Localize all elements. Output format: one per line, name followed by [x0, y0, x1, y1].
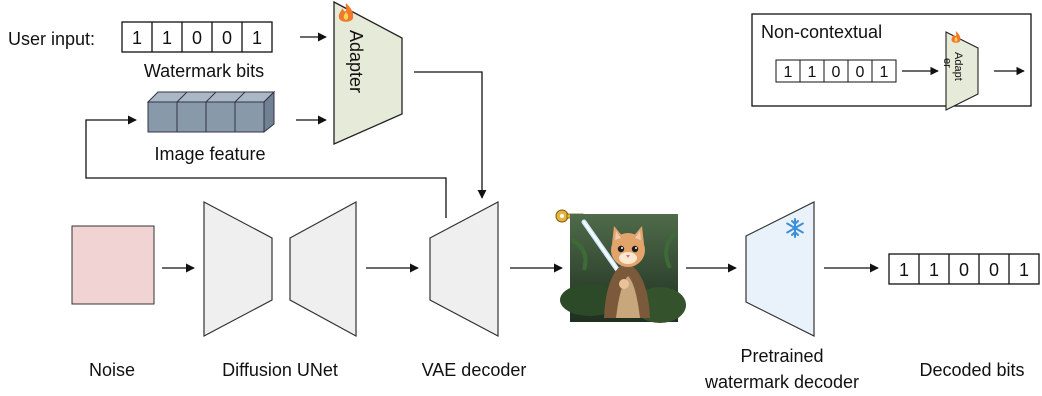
watermark-bit: 0: [192, 28, 202, 48]
decoded-bit: 1: [1019, 260, 1029, 280]
feedback-line: [85, 119, 447, 218]
watermark-decoder-shape: [745, 201, 815, 337]
image-feature-label: Image feature: [154, 144, 265, 164]
watermark-bits-label: Watermark bits: [144, 61, 264, 81]
flame-icon: [338, 3, 354, 22]
diffusion-unet-label: Diffusion UNet: [222, 360, 338, 380]
watermark-bit: 1: [132, 28, 142, 48]
non-contextual-bit: 1: [880, 64, 889, 81]
unet-decoder-shape: [289, 200, 357, 338]
non-contextual-adapter-label: er: [941, 58, 953, 68]
decoded-bit: 1: [899, 260, 909, 280]
image-feature-blocks: [146, 90, 276, 134]
watermark-bits-row: 1 1 0 0 1: [121, 21, 273, 53]
noise-label: Noise: [89, 360, 135, 380]
snowflake-icon: [786, 218, 804, 238]
decoded-bits-label: Decoded bits: [919, 360, 1024, 380]
non-contextual-bit: 0: [856, 64, 865, 81]
watermark-bit: 0: [222, 28, 232, 48]
non-contextual-bit: 0: [832, 64, 841, 81]
decoded-bit: 0: [989, 260, 999, 280]
non-contextual-adapter-shape: [945, 31, 979, 111]
non-contextual-bits-row: 1 1 0 0 1: [775, 59, 897, 83]
decoded-bits-row: 1 1 0 0 1: [888, 253, 1040, 285]
non-contextual-bit: 1: [784, 64, 793, 81]
adapter-label: Adapter: [346, 30, 366, 93]
unet-encoder-shape: [203, 201, 273, 337]
noise-square: [71, 225, 155, 305]
watermark-bit: 1: [162, 28, 172, 48]
non-contextual-adapter-label: Adapt: [952, 52, 964, 81]
decoded-bit: 1: [929, 260, 939, 280]
vae-decoder-label: VAE decoder: [422, 360, 527, 380]
flame-icon: [951, 31, 961, 43]
adapter-shape: [333, 0, 403, 145]
pretrained-label: Pretrained: [740, 346, 823, 366]
arrow-adapter-to-vae: [414, 71, 487, 199]
user-input-label: User input:: [8, 29, 95, 49]
non-contextual-title: Non-contextual: [761, 22, 882, 42]
vae-decoder-shape: [429, 201, 499, 337]
decoded-bit: 0: [959, 260, 969, 280]
generated-kitten-image: [560, 214, 686, 323]
non-contextual-bit: 1: [808, 64, 817, 81]
watermark-decoder-label: watermark decoder: [704, 372, 859, 392]
watermark-bit: 1: [252, 28, 262, 48]
